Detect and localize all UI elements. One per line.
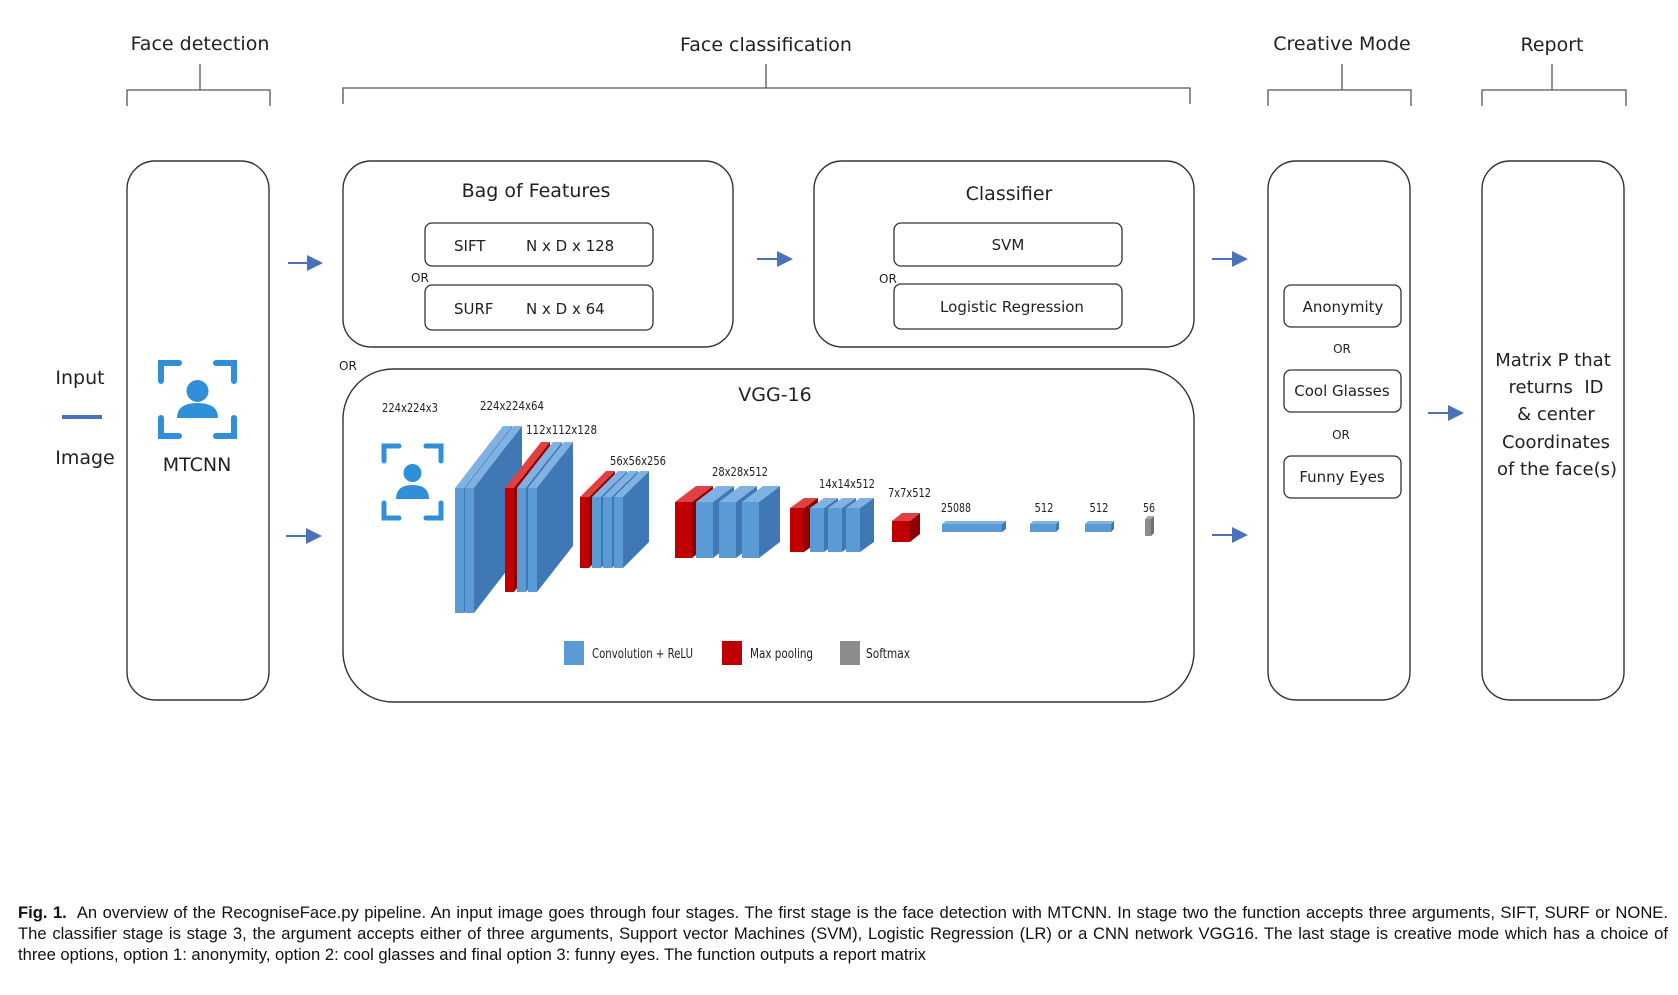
mtcnn-box	[126, 160, 270, 701]
legend-label-pool: Max pooling	[750, 647, 813, 662]
option-anonymity-box	[1283, 284, 1402, 328]
report-line-5: of the face(s)	[1497, 459, 1617, 480]
lr-box	[893, 283, 1123, 330]
vgg-input-face-icon	[381, 443, 444, 521]
input-label-line2: Image	[55, 447, 115, 469]
report-line-1: Matrix P that	[1495, 350, 1611, 371]
surf-name: SURF	[454, 300, 494, 318]
conv4-slab-c	[742, 486, 780, 558]
conv2-slab-b	[528, 442, 573, 592]
bag-of-features-box	[342, 160, 734, 348]
brace-detection	[126, 64, 271, 106]
svm-box	[893, 222, 1123, 267]
vgg-dim-label: 14x14x512	[819, 476, 875, 491]
sift-dim: N x D x 128	[526, 237, 614, 255]
stage-label-detection: Face detection	[131, 33, 270, 55]
vgg-dim-label: 56x56x256	[610, 453, 666, 468]
vgg-dim-label: 25088	[941, 500, 971, 515]
mtcnn-label: MTCNN	[163, 454, 232, 476]
vgg-dim-label: 224x224x3	[382, 400, 438, 415]
conv3-slab-c	[614, 471, 649, 568]
option-cool-glasses-label: Cool Glasses	[1294, 382, 1390, 400]
brace-creative	[1267, 64, 1412, 106]
option-funny-eyes-box	[1283, 455, 1402, 499]
stage-label-report: Report	[1521, 34, 1584, 56]
surf-box	[424, 284, 654, 331]
vgg-dim-label: 28x28x512	[712, 464, 768, 479]
fc-512-a	[1030, 521, 1059, 532]
caption-label: Fig. 1.	[18, 903, 67, 922]
report-line-4: Coordinates	[1502, 432, 1610, 453]
classifier-box	[813, 160, 1195, 348]
fc-512-b	[1085, 521, 1114, 532]
vgg-dim-label: 224x224x64	[480, 398, 544, 413]
vgg-layers	[455, 426, 1154, 613]
conv5-slab-c	[846, 498, 874, 552]
softmax-56	[1145, 516, 1154, 536]
stage-braces	[126, 64, 1627, 106]
classifier-title: Classifier	[966, 183, 1053, 205]
vgg-dim-label: 112x112x128	[526, 422, 597, 437]
sift-box	[424, 222, 654, 267]
vgg16-title: VGG-16	[738, 384, 811, 406]
or-between-branches: OR	[339, 359, 357, 373]
creative-or-1: OR	[1333, 342, 1351, 356]
vgg-dim-label: 512	[1035, 500, 1054, 515]
report-box	[1481, 160, 1625, 701]
vgg-dim-label: 7x7x512	[888, 485, 931, 500]
bag-of-features-title: Bag of Features	[462, 180, 611, 202]
report-line-2: returns ID	[1508, 377, 1603, 398]
brace-report	[1481, 64, 1627, 106]
creative-or-2: OR	[1332, 428, 1350, 442]
legend-swatch-pool	[722, 641, 742, 665]
bof-or-label: OR	[411, 271, 429, 285]
vgg-dim-label: 56	[1143, 500, 1155, 515]
classifier-or-label: OR	[879, 272, 897, 286]
surf-dim: N x D x 64	[526, 300, 605, 318]
caption-text: An overview of the RecogniseFace.py pipe…	[18, 903, 1668, 964]
brace-classification	[342, 64, 1191, 104]
legend-swatch-softmax	[840, 641, 860, 665]
pool5-slab	[892, 513, 920, 542]
legend-label-softmax: Softmax	[866, 647, 910, 662]
legend-swatch-conv	[564, 641, 584, 665]
vgg16-box	[342, 368, 1195, 703]
vgg-dim-label: 512	[1090, 500, 1109, 515]
report-line-3: & center	[1517, 404, 1595, 425]
legend-label-conv: Convolution + ReLU	[592, 647, 693, 662]
figure-caption: Fig. 1. An overview of the RecogniseFace…	[18, 902, 1668, 965]
creative-mode-box	[1267, 160, 1411, 701]
option-anonymity-label: Anonymity	[1303, 298, 1384, 316]
fc-25088	[942, 521, 1006, 532]
svm-label: SVM	[992, 236, 1025, 254]
stage-label-creative: Creative Mode	[1273, 33, 1410, 55]
vgg-dimension-labels: 224x224x3 224x224x64 112x112x128 56x56x256 2…	[382, 398, 1155, 515]
option-cool-glasses-box	[1283, 369, 1402, 413]
vgg-legend: Convolution + ReLU Max pooling Softmax	[564, 641, 910, 665]
stage-label-classification: Face classification	[680, 34, 852, 56]
face-scan-icon	[158, 360, 237, 439]
lr-label: Logistic Regression	[940, 298, 1084, 316]
input-label-line1: Input	[55, 367, 104, 389]
sift-name: SIFT	[454, 237, 486, 255]
option-funny-eyes-label: Funny Eyes	[1299, 468, 1385, 486]
